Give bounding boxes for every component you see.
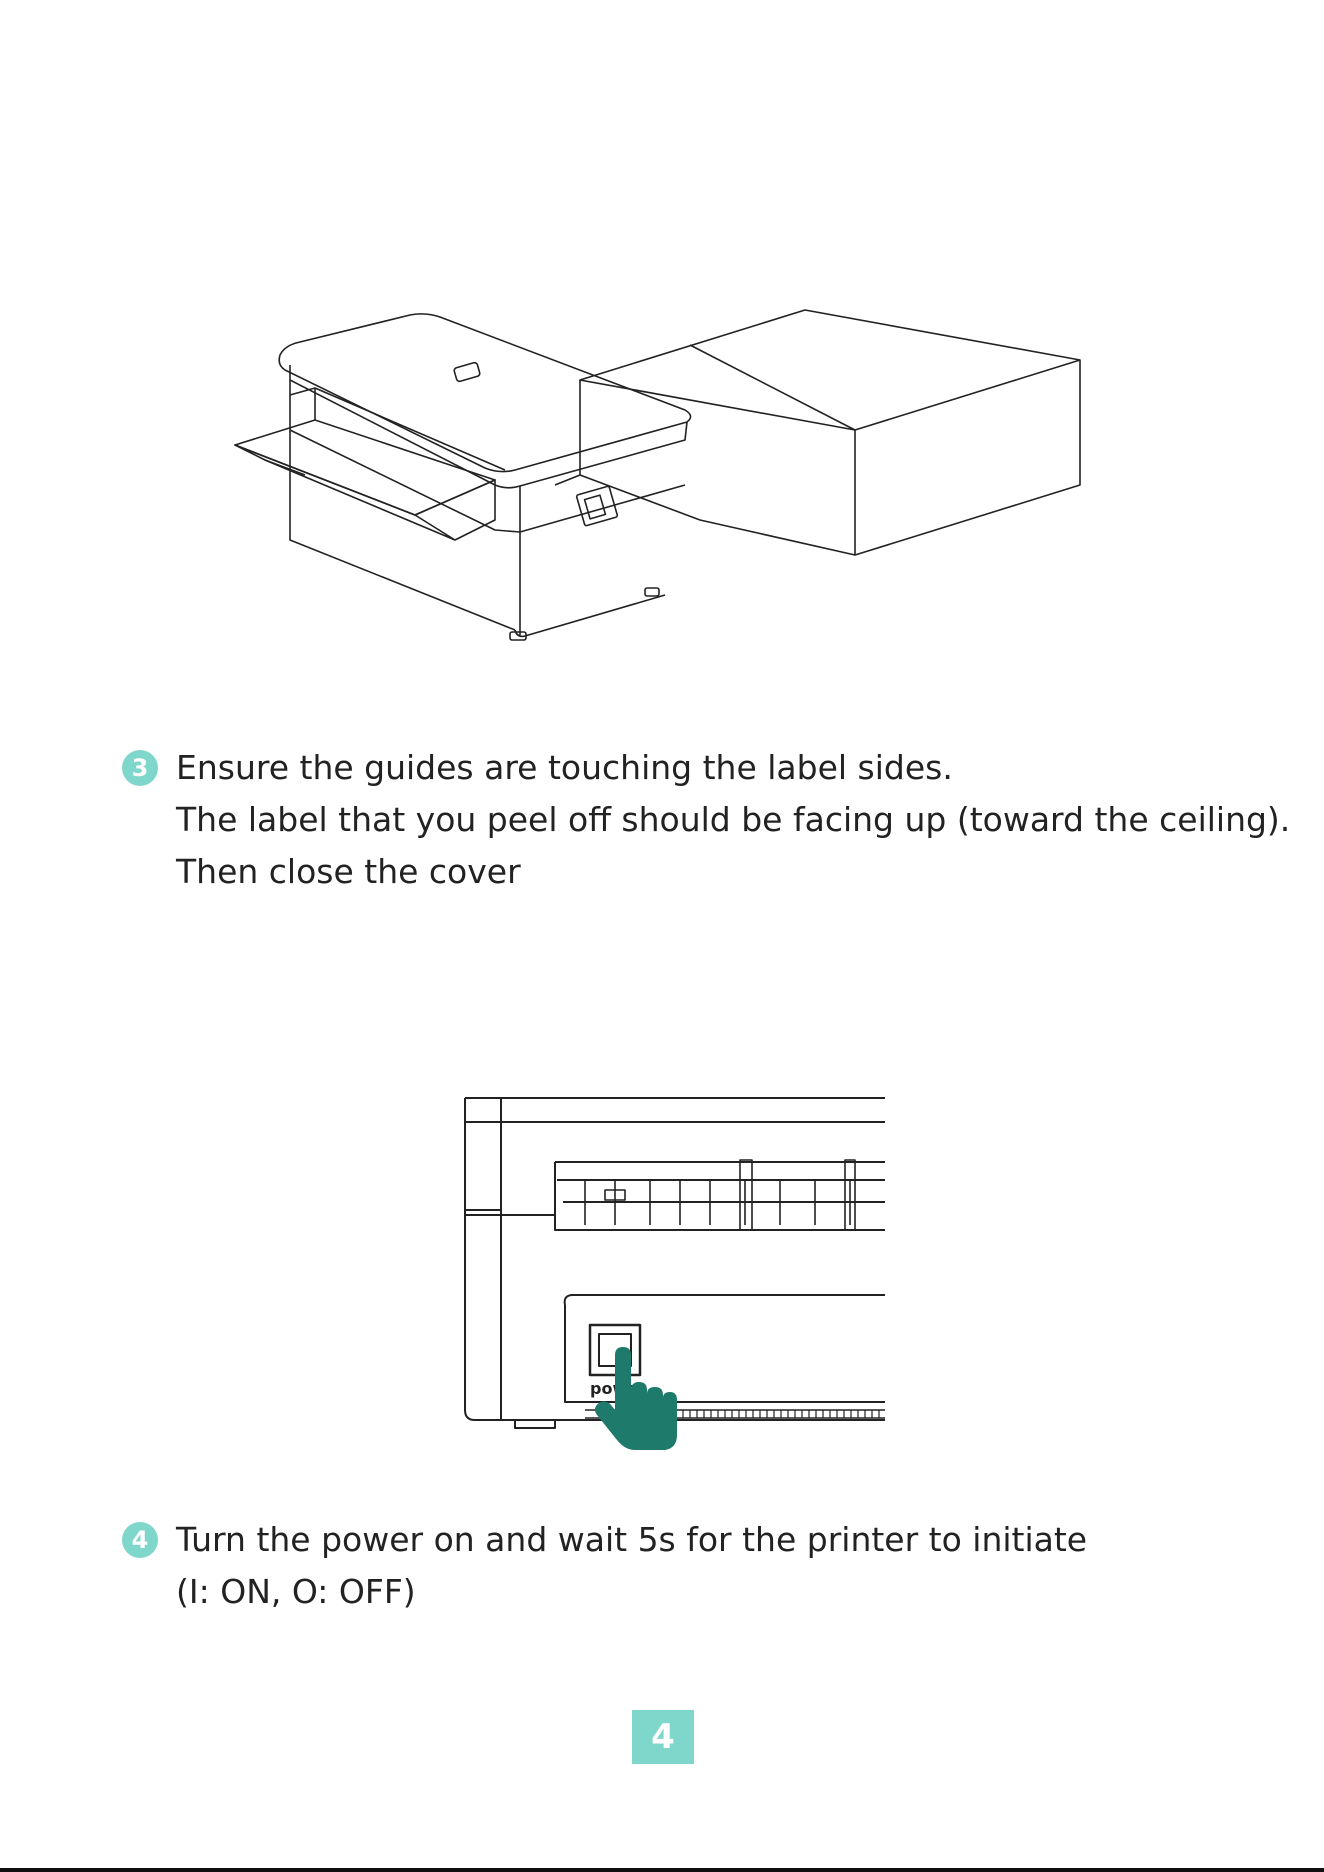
output-label-sheet <box>235 420 495 515</box>
step-4-line-2: (I: ON, O: OFF) <box>176 1566 1087 1618</box>
label-stack-box <box>580 310 1080 430</box>
bottom-rule <box>0 1868 1324 1872</box>
pointing-hand-icon <box>595 1347 677 1450</box>
step-number-badge: 4 <box>122 1522 158 1558</box>
step-number-badge: 3 <box>122 750 158 786</box>
printer-top <box>279 314 690 472</box>
step-3-line-1: Ensure the guides are touching the label… <box>176 742 1290 794</box>
step-4-line-1: Turn the power on and wait 5s for the pr… <box>176 1514 1087 1566</box>
step-3: 3 Ensure the guides are touching the lab… <box>122 742 1290 898</box>
page-number: 4 <box>632 1710 694 1764</box>
step-4: 4 Turn the power on and wait 5s for the … <box>122 1514 1087 1618</box>
printer-with-label-stack-illustration <box>225 270 1105 680</box>
power-switch-closeup-illustration: power <box>455 1090 895 1450</box>
step-3-line-2: The label that you peel off should be fa… <box>176 794 1290 846</box>
step-3-line-3: Then close the cover <box>176 846 1290 898</box>
feed-button-top <box>454 362 481 382</box>
